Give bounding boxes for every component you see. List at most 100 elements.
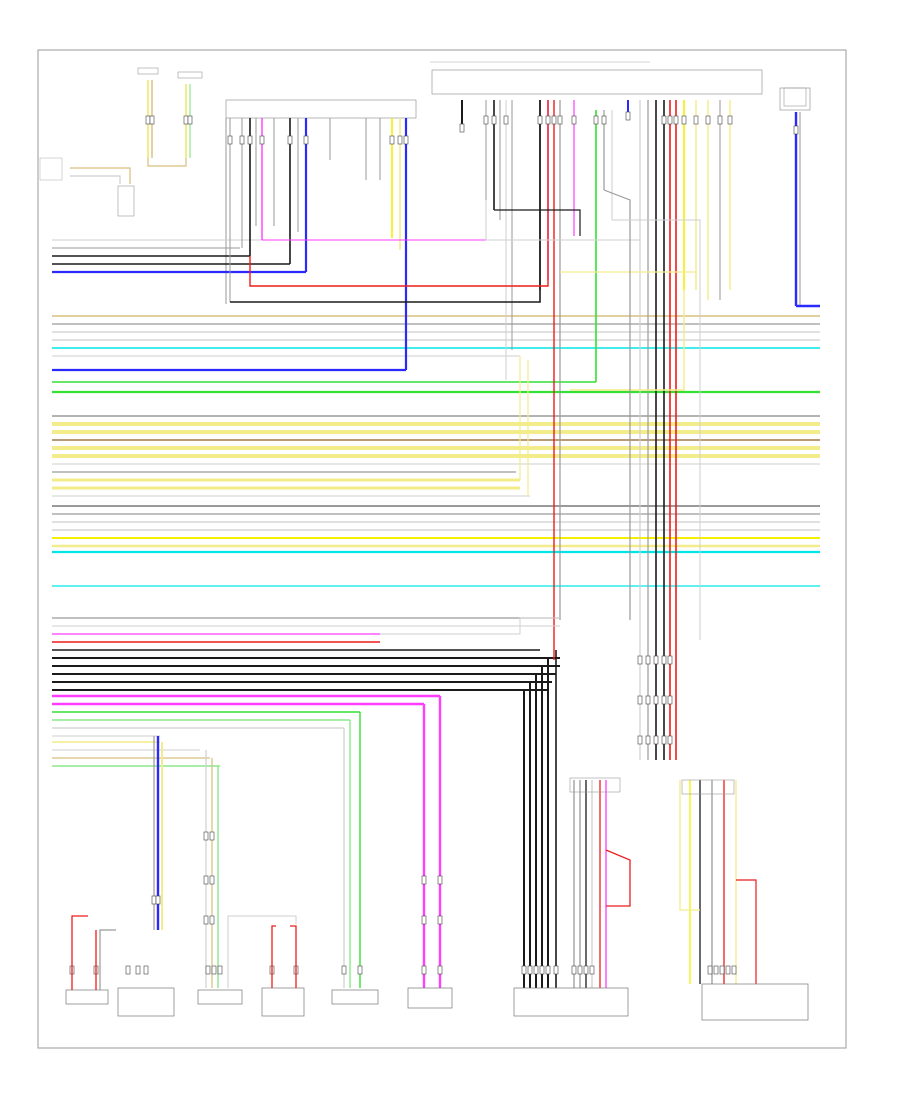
wire-connector-pin: [287, 135, 293, 145]
wire-connector-pin: [537, 115, 543, 125]
left-front-door-speaker: [197, 989, 243, 1005]
wire-connector-pin: [551, 115, 557, 125]
wire-route: [612, 219, 701, 640]
wire-connector-pin: [673, 115, 679, 125]
wire-connector-pin: [483, 115, 489, 125]
wire-connector-pin: [539, 965, 545, 975]
wire-connector-pin: [583, 965, 589, 975]
wire-connector-pin: [793, 125, 799, 135]
wire-connector-pin: [653, 735, 659, 745]
wire-connector-pin: [421, 915, 427, 925]
wire-connector-pin: [693, 115, 699, 125]
right-quarter-speaker: [331, 989, 379, 1005]
wire-route: [230, 290, 541, 303]
wire-connector-pin: [135, 965, 141, 975]
wire-connector-pin: [149, 115, 155, 125]
wire-connector-pin: [209, 831, 215, 841]
wire-route: [570, 290, 685, 391]
wire-connector-pin: [389, 135, 395, 145]
wire-connector-pin: [661, 735, 667, 745]
wire-route: [380, 617, 560, 635]
wire-connector-pin: [545, 965, 551, 975]
wire-connector-pin: [397, 135, 403, 145]
misc-connectors: [69, 87, 807, 988]
wire-route: [605, 849, 631, 907]
sub-connector: [783, 87, 807, 107]
right-tweeter: [65, 915, 116, 1005]
wire-connector-pin: [681, 115, 687, 125]
wire-connector-pin: [227, 135, 233, 145]
sub-connector: [681, 779, 735, 795]
wire-connector-pin: [637, 735, 643, 745]
wire-connector-pin: [717, 115, 723, 125]
head-unit-top-connector: [225, 99, 417, 304]
wire-connector-pin: [203, 875, 209, 885]
wire-connector-pin: [625, 111, 631, 121]
wire-connector-pin: [601, 115, 607, 125]
wire-connector-pin: [217, 965, 223, 975]
wire-connector-pin: [303, 135, 309, 145]
stereo-unit-center: [513, 987, 629, 1017]
wire-route: [249, 100, 549, 287]
wire-connector-pin: [571, 965, 577, 975]
wire-connector-pin: [459, 123, 465, 133]
wire-connector-pin: [557, 115, 563, 125]
wire-connector-pin: [187, 115, 193, 125]
wire-connector-pin: [593, 115, 599, 125]
wire-connector-pin: [713, 965, 719, 975]
vertical-wires: [153, 100, 731, 988]
horizontal-wires: [52, 239, 820, 767]
steering-switch-connector: [430, 61, 763, 95]
wire-connector-pin: [705, 115, 711, 125]
wire-connector-pin: [727, 115, 733, 125]
wire-connector-pin: [661, 655, 667, 665]
wire-connector-pin: [653, 655, 659, 665]
wire-connector-pin: [247, 135, 253, 145]
wire-connector-pin: [205, 965, 211, 975]
wire-connector-pin: [545, 115, 551, 125]
wire-connector-pin: [211, 965, 217, 975]
wire-connector-pin: [209, 915, 215, 925]
wire-connector-pin: [503, 115, 509, 125]
left-quarter-speaker: [407, 987, 453, 1009]
clock-spring-connector: [39, 67, 203, 217]
wire-connector-pin: [667, 655, 673, 665]
right-front-door-speaker: [117, 987, 175, 1017]
wire-connector-pin: [437, 875, 443, 885]
wire-connector-pin: [533, 965, 539, 975]
wire-route: [603, 189, 631, 620]
wire-connector-pin: [707, 965, 713, 975]
wire-connector-pin: [155, 895, 161, 905]
wire-connector-pin: [183, 115, 189, 125]
wire-connector-pin: [645, 655, 651, 665]
wire-connector-pin: [125, 965, 131, 975]
wire-connector-pin: [521, 965, 527, 975]
antenna-amp-connector: [779, 87, 820, 308]
wire-connector-pin: [437, 965, 443, 975]
wire-connector-pin: [145, 115, 151, 125]
wire-route: [494, 209, 581, 236]
wire-connector-pin: [553, 965, 559, 975]
wire-connector-pin: [667, 695, 673, 705]
wire-connector-pin: [437, 915, 443, 925]
wire-connector-pin: [421, 875, 427, 885]
wire-connector-pin: [203, 831, 209, 841]
wire-connector-pin: [661, 115, 667, 125]
wire-connector-pin: [527, 965, 533, 975]
wire-connector-pin: [719, 965, 725, 975]
wire-connector-pin: [259, 135, 265, 145]
wire-route: [679, 780, 700, 911]
wire-route: [736, 879, 757, 984]
wire-connector-pin: [491, 115, 497, 125]
wire-connector-pin: [203, 915, 209, 925]
wire-connector-pin: [661, 695, 667, 705]
wire-connector-pin: [645, 735, 651, 745]
wire-connector-pin: [577, 965, 583, 975]
wire-connector-pin: [403, 135, 409, 145]
left-tweeter: [227, 915, 305, 1017]
wire-connector-pin: [725, 965, 731, 975]
wire-connector-pin: [637, 695, 643, 705]
wire-connector-pin: [653, 695, 659, 705]
wire-connector-pin: [637, 655, 643, 665]
